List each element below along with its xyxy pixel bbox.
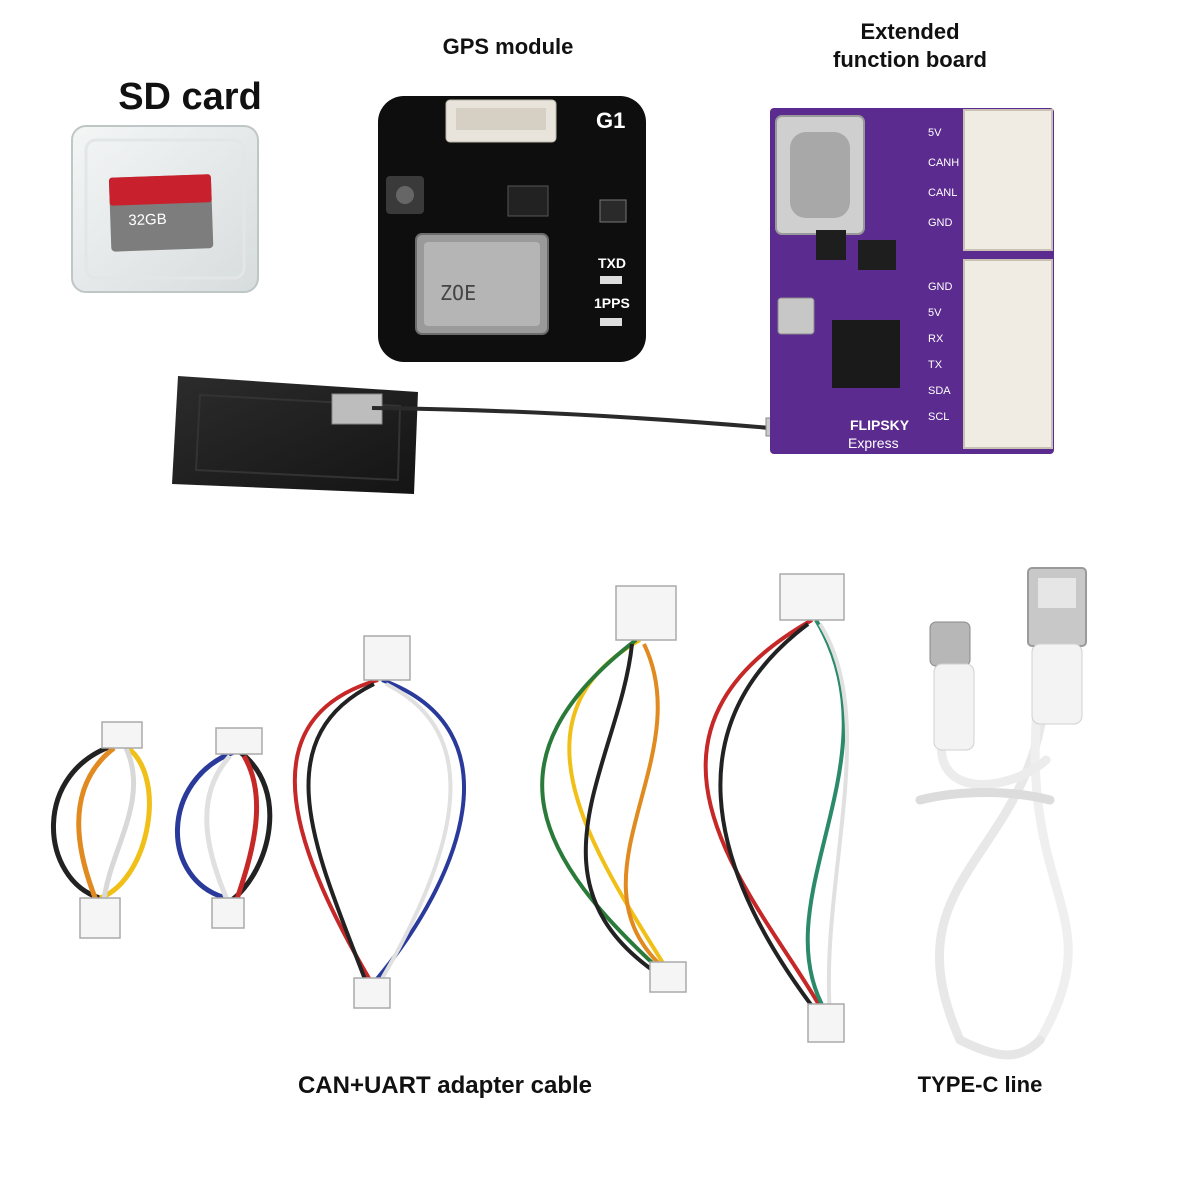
extended-board-label: Extended function board xyxy=(800,18,1020,74)
gps-chip-label: ZOE xyxy=(440,281,476,305)
ext-connector-bottom xyxy=(963,259,1053,449)
ext-pin-bottom-5: SCL xyxy=(928,411,949,423)
gps-1pps: 1PPS xyxy=(594,295,630,311)
sd-card: 32GB xyxy=(71,125,259,293)
usb-c-plug xyxy=(929,621,975,751)
gps-module: ZOE G1 TXD 1PPS xyxy=(378,96,646,362)
usb-type-c-cable xyxy=(915,635,1073,1060)
ext-pin-top-3: GND xyxy=(928,217,953,229)
sd-card-label: SD card xyxy=(118,76,262,118)
gps-module-label: GPS module xyxy=(442,34,574,59)
ext-pin-top-0: 5V xyxy=(928,127,942,139)
ext-brand: FLIPSKY xyxy=(850,417,910,433)
sd-card-capacity: 32GB xyxy=(128,211,167,229)
cable-3 xyxy=(292,635,467,1009)
ext-pin-top-2: CANL xyxy=(928,187,957,199)
ext-pin-bottom-2: RX xyxy=(928,333,944,345)
antenna xyxy=(172,376,785,494)
cable-2 xyxy=(175,727,273,929)
usb-a-plug xyxy=(1027,567,1087,725)
gps-model: G1 xyxy=(596,108,625,133)
type-c-line-label: TYPE-C line xyxy=(917,1072,1043,1097)
cable-4 xyxy=(540,585,687,993)
can-uart-cable-label: CAN+UART adapter cable xyxy=(297,1072,593,1099)
extended-board-label-line2: function board xyxy=(833,47,987,72)
cable-5 xyxy=(703,573,850,1043)
ext-pin-top-1: CANH xyxy=(928,157,959,169)
ext-brand-sub: Express xyxy=(848,435,899,451)
extended-board: 5V CANH CANL GND GND 5V RX TX SDA SCL FL… xyxy=(770,108,1054,454)
ext-pin-bottom-4: SDA xyxy=(928,385,951,397)
sd-card-chip: 32GB xyxy=(108,174,214,252)
extended-board-label-line1: Extended xyxy=(860,19,960,44)
antenna-cable xyxy=(371,406,771,430)
ext-pin-bottom-3: TX xyxy=(928,359,943,371)
ext-connector-top xyxy=(963,109,1053,251)
ext-mcu xyxy=(832,320,900,388)
ext-pin-bottom-1: 5V xyxy=(928,307,942,319)
cable-1 xyxy=(51,721,152,939)
ext-pin-bottom-0: GND xyxy=(928,281,953,293)
gps-txd: TXD xyxy=(598,255,626,271)
